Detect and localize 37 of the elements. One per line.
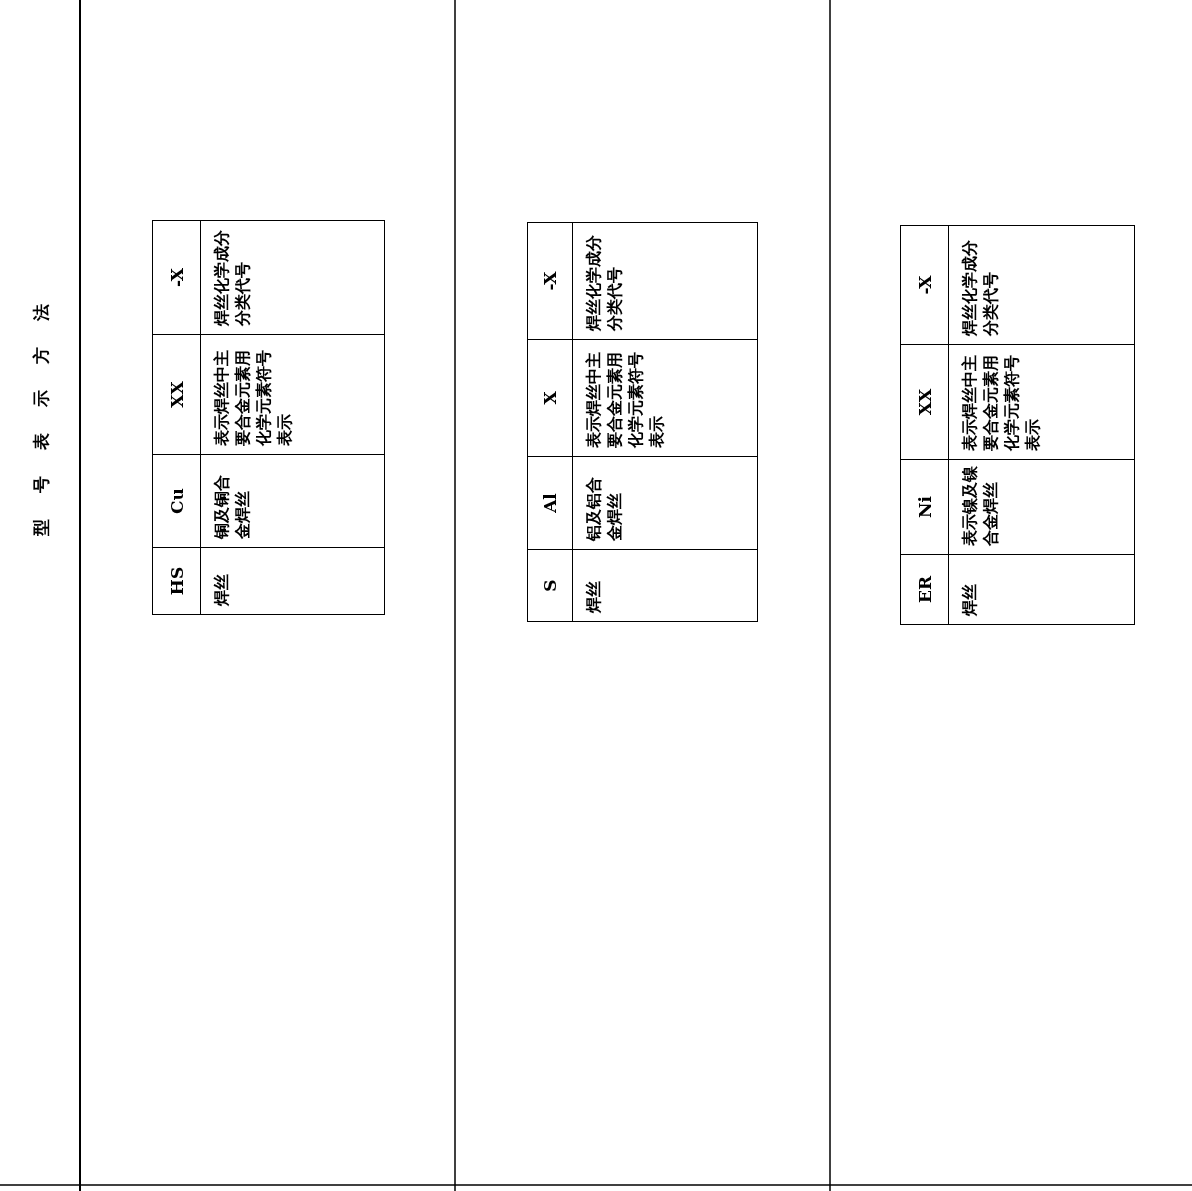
table-cell [152,334,385,455]
code-label: X [540,391,560,405]
table-cell [900,459,1135,555]
description-text: 铝及铝合金焊丝 [583,476,625,541]
table-cell [152,220,385,335]
table-cell [527,222,758,340]
description-text: 焊丝 [583,580,604,613]
code-label: XX [914,388,935,416]
description-text: 焊丝化学成分分类代号 [583,234,625,331]
code-label: -X [540,271,560,291]
table-cell [527,549,758,622]
description-text: 表示焊丝中主要合金元素用化学元素符号表示 [211,349,295,446]
description-text: 表示焊丝中主要合金元素用化学元素符号表示 [583,351,667,448]
code-label: Ni [914,496,935,518]
code-label: HS [166,566,187,596]
table-cell [527,456,758,550]
description-text: 表示镍及镍合金焊丝 [959,466,1001,546]
code-label: S [540,579,560,592]
code-label: ER [914,575,935,604]
description-text: 焊丝化学成分分类代号 [211,229,253,326]
table-cell [152,454,385,548]
code-label: Cu [166,488,187,514]
table-cell [900,225,1135,345]
description-text: 铜及铜合金焊丝 [211,474,253,539]
description-text: 焊丝化学成分分类代号 [959,239,1001,336]
table-cell [900,344,1135,460]
description-text: 焊丝 [959,583,980,616]
description-text: 表示焊丝中主要合金元素用化学元素符号表示 [959,354,1043,451]
code-label: -X [914,275,935,295]
table-cell [527,339,758,457]
table-cell [152,547,385,615]
heading: 型号表示方法 [30,278,52,536]
table-cell [900,554,1135,625]
code-label: XX [166,381,187,408]
code-label: Al [540,493,560,513]
code-label: -X [166,268,187,287]
description-text: 焊丝 [211,573,232,606]
